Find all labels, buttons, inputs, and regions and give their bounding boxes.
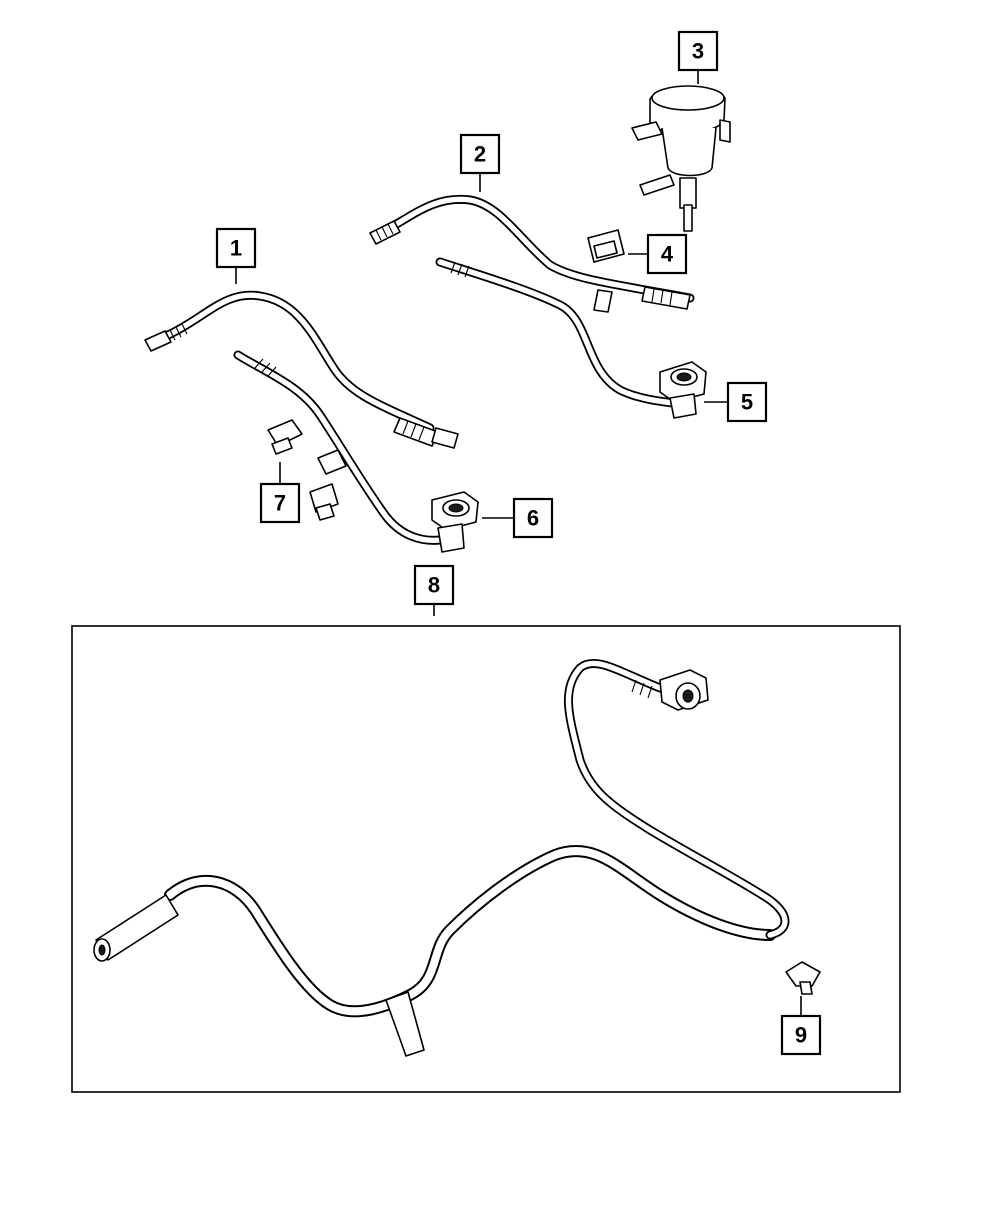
callout-2: 2 [459, 133, 501, 175]
clip-part-7 [267, 419, 339, 521]
connector-part-5 [659, 361, 707, 419]
hose-part-8 [93, 659, 790, 1057]
callout-9-label: 9 [795, 1023, 807, 1048]
callout-8-label: 8 [428, 573, 440, 598]
hose-part-2 [369, 194, 695, 313]
callout-4-label: 4 [661, 242, 674, 267]
callout-6-label: 6 [527, 506, 539, 531]
callout-8: 8 [413, 564, 455, 606]
hose-part-1 [144, 290, 459, 449]
callout-6: 6 [512, 497, 554, 539]
leader-lines [235, 71, 802, 1016]
hose-part-5 [435, 257, 695, 410]
callout-7-label: 7 [274, 491, 286, 516]
callout-1-label: 1 [230, 236, 242, 261]
callout-9: 9 [780, 1014, 822, 1056]
callout-4: 4 [646, 233, 688, 275]
callout-2-label: 2 [474, 142, 486, 167]
callout-5-label: 5 [741, 390, 753, 415]
part-8-detail-frame [71, 625, 901, 1093]
callout-1: 1 [215, 227, 257, 269]
hose-part-6-line [233, 350, 445, 545]
connector-part-6 [431, 491, 479, 553]
callout-3: 3 [677, 30, 719, 72]
callout-5: 5 [726, 381, 768, 423]
valve-part-3 [631, 85, 731, 232]
connector-part-8 [659, 669, 709, 711]
callout-7: 7 [259, 482, 301, 524]
clip-part-4 [587, 229, 625, 263]
clip-part-9 [785, 961, 821, 995]
callout-3-label: 3 [692, 39, 704, 64]
